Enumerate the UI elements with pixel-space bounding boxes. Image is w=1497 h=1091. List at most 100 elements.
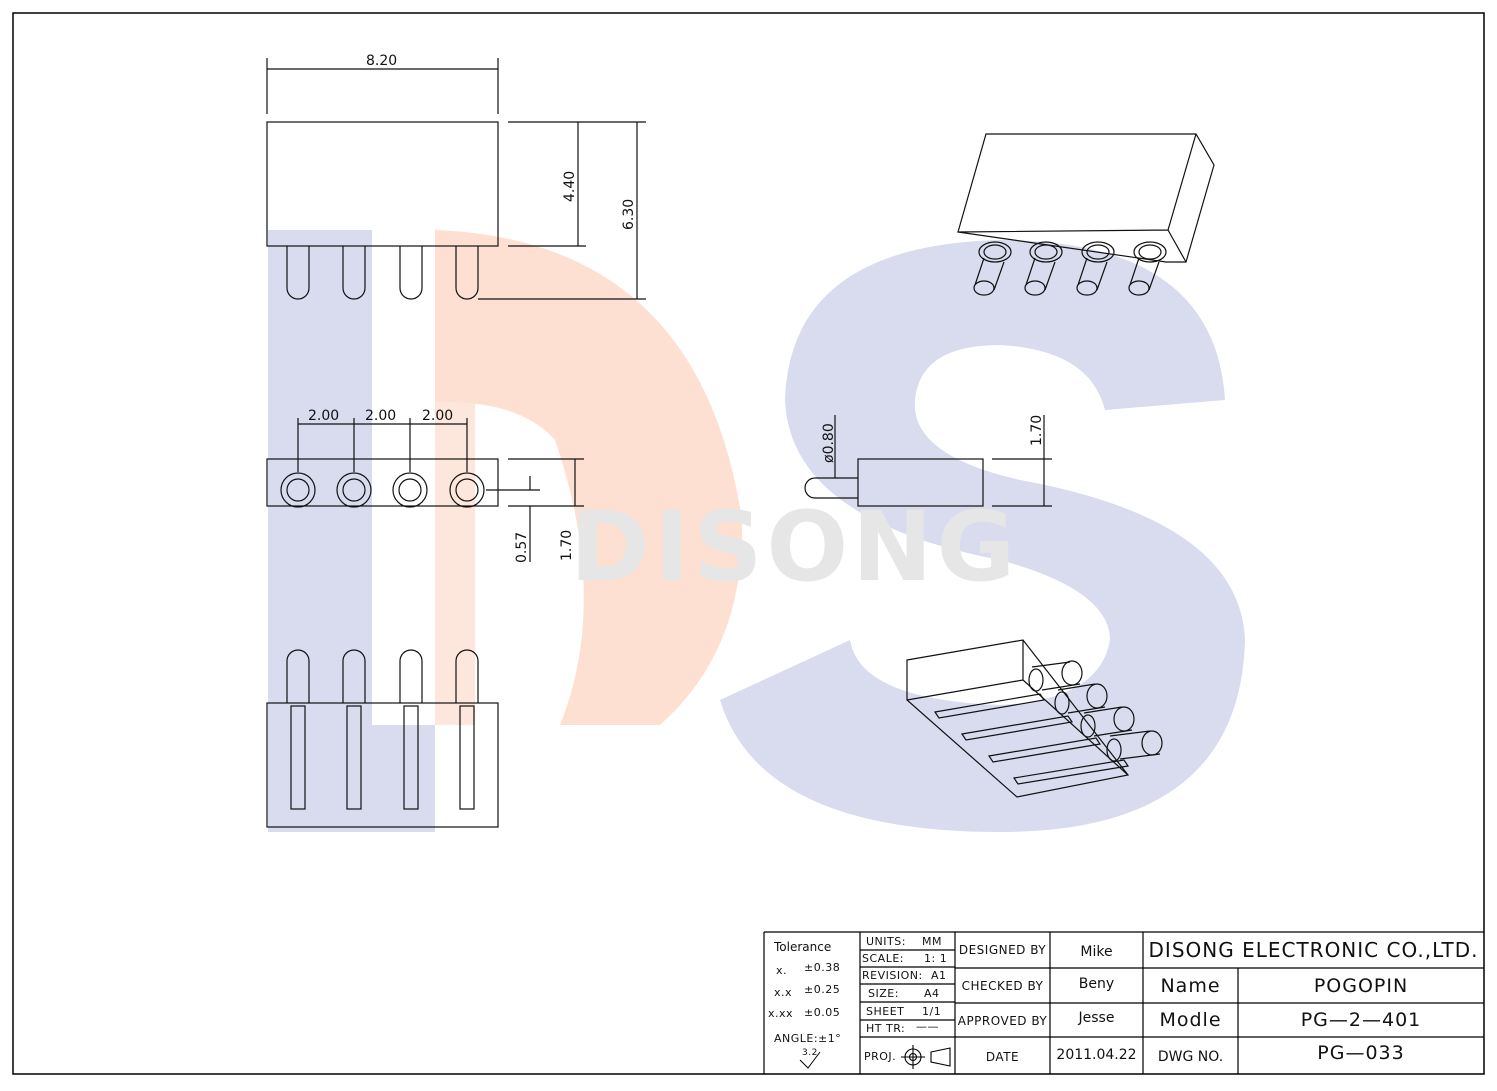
field-label: DWG NO. — [1157, 1049, 1224, 1065]
front-view — [266, 58, 646, 300]
iso-groove — [960, 715, 1074, 741]
dim-pitch-label: 2.00 — [308, 408, 339, 424]
dim-pin-diameter-label: ø0.80 — [821, 423, 837, 463]
iso-groove — [933, 693, 1046, 719]
field-value: PG—2—401 — [1300, 1009, 1422, 1031]
hole-inner — [398, 478, 422, 502]
hole-outer — [280, 472, 316, 508]
front-pin-1 — [286, 246, 310, 300]
spec-value: A1 — [931, 969, 947, 982]
watermark-d-accent-stem — [435, 402, 475, 725]
iso-pin — [1106, 730, 1163, 762]
bottom-body — [266, 702, 499, 828]
tolerance-value: ±0.05 — [804, 1006, 841, 1019]
side-view — [804, 415, 1052, 507]
field-value: POGOPIN — [1313, 974, 1409, 997]
role-value: Jesse — [1078, 1010, 1115, 1026]
tolerance-value: ±0.38 — [804, 961, 841, 974]
front-pin-4 — [455, 246, 479, 300]
iso-pin — [1080, 706, 1135, 738]
top-body — [266, 458, 499, 507]
spec-label: HT TR: — [866, 1022, 906, 1035]
role-label: DESIGNED BY — [958, 943, 1047, 957]
watermark-brand: DISONG — [570, 491, 1019, 603]
front-pin-2 — [342, 246, 366, 300]
hole-outer — [449, 472, 485, 508]
iso-body — [906, 639, 1130, 798]
iso-pin — [973, 241, 1012, 296]
watermark-d — [268, 230, 435, 832]
dim-side-height-label: 1.70 — [1029, 415, 1045, 446]
role-label: DATE — [985, 1050, 1020, 1064]
bottom-view — [266, 649, 499, 828]
tolerance-value: ±0.25 — [804, 983, 841, 996]
spec-value: 1/1 — [922, 1005, 942, 1018]
pin-slot — [459, 705, 475, 810]
hole-inner — [342, 478, 366, 502]
front-pin-3 — [399, 246, 423, 300]
dim-height-total-label: 6.30 — [621, 199, 637, 230]
iso-pin — [1024, 241, 1063, 296]
hole-inner — [286, 478, 310, 502]
spec-label: SCALE: — [862, 952, 904, 965]
bottom-pin-1 — [286, 649, 310, 703]
dim-width-label: 8.20 — [366, 53, 397, 69]
pin-slot — [403, 705, 419, 810]
side-pin — [804, 477, 858, 499]
iso-pin — [1076, 241, 1115, 296]
hole-outer — [336, 472, 372, 508]
field-value: PG—033 — [1317, 1042, 1405, 1064]
tolerance-label: x.xx — [768, 1007, 794, 1020]
bottom-pin-2 — [342, 649, 366, 703]
role-value: Beny — [1078, 975, 1115, 992]
company-name: DISONG ELECTRONIC CO.,LTD. — [1148, 938, 1479, 962]
watermark: DISONG — [268, 230, 1245, 832]
sheet-border — [12, 12, 1485, 1075]
spec-value: A4 — [924, 987, 940, 1000]
iso-groove — [1012, 759, 1130, 785]
spec-value: 1: 1 — [924, 952, 948, 965]
field-label: Modle — [1159, 1009, 1222, 1031]
dim-height-body-label: 4.40 — [562, 171, 578, 202]
iso-edge — [906, 640, 1129, 776]
tolerance-label: x. — [776, 964, 788, 977]
role-label: APPROVED BY — [957, 1014, 1048, 1028]
pin-slot — [346, 705, 362, 810]
side-body — [857, 458, 984, 507]
iso-pin — [1128, 241, 1167, 296]
iso-view-top — [957, 133, 1215, 296]
hole-outer — [392, 472, 428, 508]
surface-finish-value: 3.2 — [802, 1048, 818, 1058]
watermark-d-accent — [435, 230, 743, 725]
role-value: 2011.04.22 — [1056, 1047, 1137, 1063]
dim-offset-label: 0.57 — [514, 532, 530, 563]
tolerance-title: Tolerance — [774, 940, 832, 954]
front-body — [266, 121, 499, 247]
tolerance-label: x.x — [774, 986, 793, 999]
spec-label: SIZE: — [868, 987, 899, 1000]
surface-finish-icon — [799, 1051, 821, 1069]
tolerance-angle: ANGLE:±1° — [774, 1032, 842, 1045]
title-block: Tolerance x. ±0.38 x.x ±0.25 x.xx ±0.05 … — [764, 932, 1484, 1074]
title-block-grid — [763, 931, 1484, 1074]
dim-depth-label: 1.70 — [559, 530, 575, 561]
spec-label: UNITS: — [866, 935, 906, 948]
dim-pitch-label: 2.00 — [365, 408, 396, 424]
bottom-pin-4 — [455, 649, 479, 703]
spec-value: MM — [922, 935, 942, 948]
iso-view-bottom — [906, 639, 1163, 798]
proj-label: PROJ. — [864, 1050, 897, 1063]
top-view — [266, 418, 584, 562]
hole-inner — [455, 478, 479, 502]
iso-body — [957, 133, 1215, 263]
role-value: Mike — [1080, 944, 1113, 960]
iso-edge — [957, 133, 1197, 263]
iso-pin — [1028, 660, 1083, 692]
bottom-pin-3 — [399, 649, 423, 703]
dim-pitch-label: 2.00 — [422, 408, 453, 424]
spec-value: —— — [916, 1020, 939, 1033]
spec-label: SHEET — [866, 1005, 905, 1018]
projection-symbol-icon — [901, 1045, 951, 1069]
watermark-s — [720, 240, 1245, 832]
iso-groove — [987, 737, 1102, 763]
